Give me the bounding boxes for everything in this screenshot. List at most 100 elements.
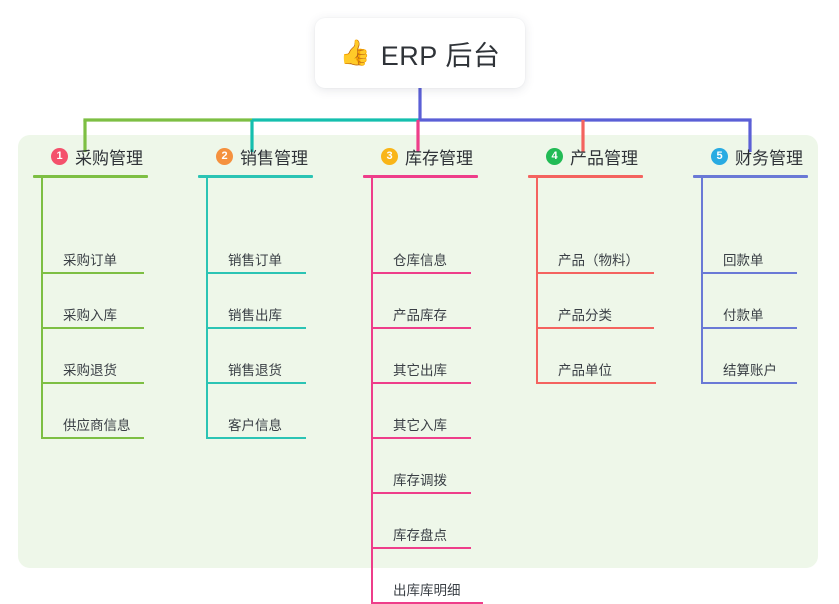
branch-item-label: 销售订单: [228, 253, 282, 268]
branch-spine-purchase: [41, 178, 43, 439]
branch-item-underline: [41, 382, 144, 384]
branch-underline-finance: [693, 175, 808, 178]
branch-item-underline: [206, 382, 306, 384]
branch-underline-purchase: [33, 175, 148, 178]
branch-item[interactable]: 销售出库: [198, 178, 358, 329]
branch-item-underline: [371, 437, 471, 439]
root-node-content: 👍 ERP 后台: [340, 34, 501, 73]
branch-item[interactable]: 其它入库: [363, 178, 523, 439]
branch-items-inventory: 仓库信息产品库存其它出库其它入库库存调拨库存盘点出库库明细: [363, 178, 483, 604]
root-node-title: ERP 后台: [380, 40, 501, 71]
branch-title-finance: 财务管理: [735, 148, 803, 168]
branch-title-product: 产品管理: [570, 148, 638, 168]
branch-item-underline: [536, 327, 654, 329]
mindmap-canvas: 👍 ERP 后台 1 采购管理采购订单采购入库采购退货供应商信息 2 销售管理销售订单…: [18, 18, 818, 604]
branch-item[interactable]: 采购入库: [33, 178, 193, 329]
thumbs-up-icon: 👍: [339, 38, 371, 67]
branch-item-label: 供应商信息: [63, 418, 131, 433]
branch-item-underline: [41, 437, 144, 439]
branch-item-label: 出库库明细: [393, 583, 461, 598]
branch-item-underline: [41, 272, 144, 274]
branch-underline-inventory: [363, 175, 478, 178]
branch-header-finance[interactable]: 5 财务管理: [693, 143, 808, 169]
branch-header-purchase[interactable]: 1 采购管理: [33, 143, 148, 169]
branch-item-underline: [371, 272, 471, 274]
branch-item[interactable]: 销售退货: [198, 178, 358, 384]
branch-item-underline: [41, 327, 144, 329]
branch-column-purchase: 1 采购管理采购订单采购入库采购退货供应商信息: [33, 143, 148, 439]
branch-item[interactable]: 产品（物料）: [528, 178, 688, 274]
branch-item[interactable]: 供应商信息: [33, 178, 193, 439]
branch-item-underline: [371, 492, 471, 494]
branch-spine-product: [536, 178, 538, 384]
branch-item-label: 库存调拨: [393, 473, 447, 488]
branch-item-label: 结算账户: [723, 363, 777, 378]
branch-item[interactable]: 采购退货: [33, 178, 193, 384]
branch-item-underline: [371, 327, 471, 329]
branch-item[interactable]: 产品单位: [528, 178, 688, 384]
branch-item-label: 产品（物料）: [558, 253, 639, 268]
branch-spine-inventory: [371, 178, 373, 604]
branch-items-sales: 销售订单销售出库销售退货客户信息: [198, 178, 313, 439]
branch-number-badge-finance: 5: [711, 147, 728, 165]
branch-header-product[interactable]: 4 产品管理: [528, 143, 643, 169]
branch-item[interactable]: 结算账户: [693, 178, 839, 384]
branch-title-purchase: 采购管理: [75, 148, 143, 168]
branch-item[interactable]: 产品分类: [528, 178, 688, 329]
branch-item-underline: [206, 437, 306, 439]
branch-item[interactable]: 库存盘点: [363, 178, 523, 549]
branch-item-underline: [701, 272, 797, 274]
branch-underline-sales: [198, 175, 313, 178]
branch-item[interactable]: 产品库存: [363, 178, 523, 329]
branch-column-finance: 5 财务管理回款单付款单结算账户: [693, 143, 808, 384]
branch-item-label: 采购订单: [63, 253, 117, 268]
branches-panel: [18, 135, 818, 568]
branch-item-underline: [701, 327, 797, 329]
branch-column-product: 4 产品管理产品（物料） 产品分类产品单位: [528, 143, 656, 384]
branch-item[interactable]: 出库库明细: [363, 178, 523, 604]
branch-item-label: 付款单: [723, 308, 764, 323]
branch-item-label: 仓库信息: [393, 253, 447, 268]
branch-item-underline: [206, 327, 306, 329]
branch-item-label: 产品分类: [558, 308, 612, 323]
branch-item-label: 其它入库: [393, 418, 447, 433]
branch-item[interactable]: 库存调拨: [363, 178, 523, 494]
branch-item-label: 库存盘点: [393, 528, 447, 543]
branch-item[interactable]: 客户信息: [198, 178, 358, 439]
branch-number-badge-product: 4: [546, 147, 563, 165]
branch-item[interactable]: 采购订单: [33, 178, 193, 274]
branch-item[interactable]: 回款单: [693, 178, 839, 274]
branch-item-label: 销售退货: [228, 363, 282, 378]
branch-item-underline: [701, 382, 797, 384]
branch-item-label: 产品单位: [558, 363, 612, 378]
branch-header-inventory[interactable]: 3 库存管理: [363, 143, 478, 169]
branch-title-inventory: 库存管理: [405, 148, 473, 168]
branch-item[interactable]: 仓库信息: [363, 178, 523, 274]
branch-item-label: 客户信息: [228, 418, 282, 433]
branch-items-finance: 回款单付款单结算账户: [693, 178, 808, 384]
branch-item-underline: [536, 272, 654, 274]
branch-item[interactable]: 其它出库: [363, 178, 523, 384]
branch-item[interactable]: 销售订单: [198, 178, 358, 274]
branch-number-badge-sales: 2: [216, 147, 233, 165]
branch-item-underline: [206, 272, 306, 274]
branch-column-inventory: 3 库存管理仓库信息产品库存其它出库其它入库库存调拨库存盘点出库库明细: [363, 143, 483, 604]
root-node[interactable]: 👍 ERP 后台: [315, 18, 525, 88]
branch-item-label: 销售出库: [228, 308, 282, 323]
branch-item-label: 其它出库: [393, 363, 447, 378]
branch-item-label: 回款单: [723, 253, 764, 268]
branch-number-badge-purchase: 1: [51, 147, 68, 165]
branch-item-label: 采购入库: [63, 308, 117, 323]
branch-item-underline: [371, 382, 471, 384]
branch-title-sales: 销售管理: [240, 148, 308, 168]
branch-number-badge-inventory: 3: [381, 147, 398, 165]
branch-column-sales: 2 销售管理销售订单销售出库销售退货客户信息: [198, 143, 313, 439]
branch-header-sales[interactable]: 2 销售管理: [198, 143, 313, 169]
branch-item[interactable]: 付款单: [693, 178, 839, 329]
branch-item-label: 采购退货: [63, 363, 117, 378]
branch-item-underline: [371, 547, 471, 549]
branch-item-underline: [536, 382, 656, 384]
branch-underline-product: [528, 175, 643, 178]
branch-item-label: 产品库存: [393, 308, 447, 323]
branch-spine-finance: [701, 178, 703, 384]
